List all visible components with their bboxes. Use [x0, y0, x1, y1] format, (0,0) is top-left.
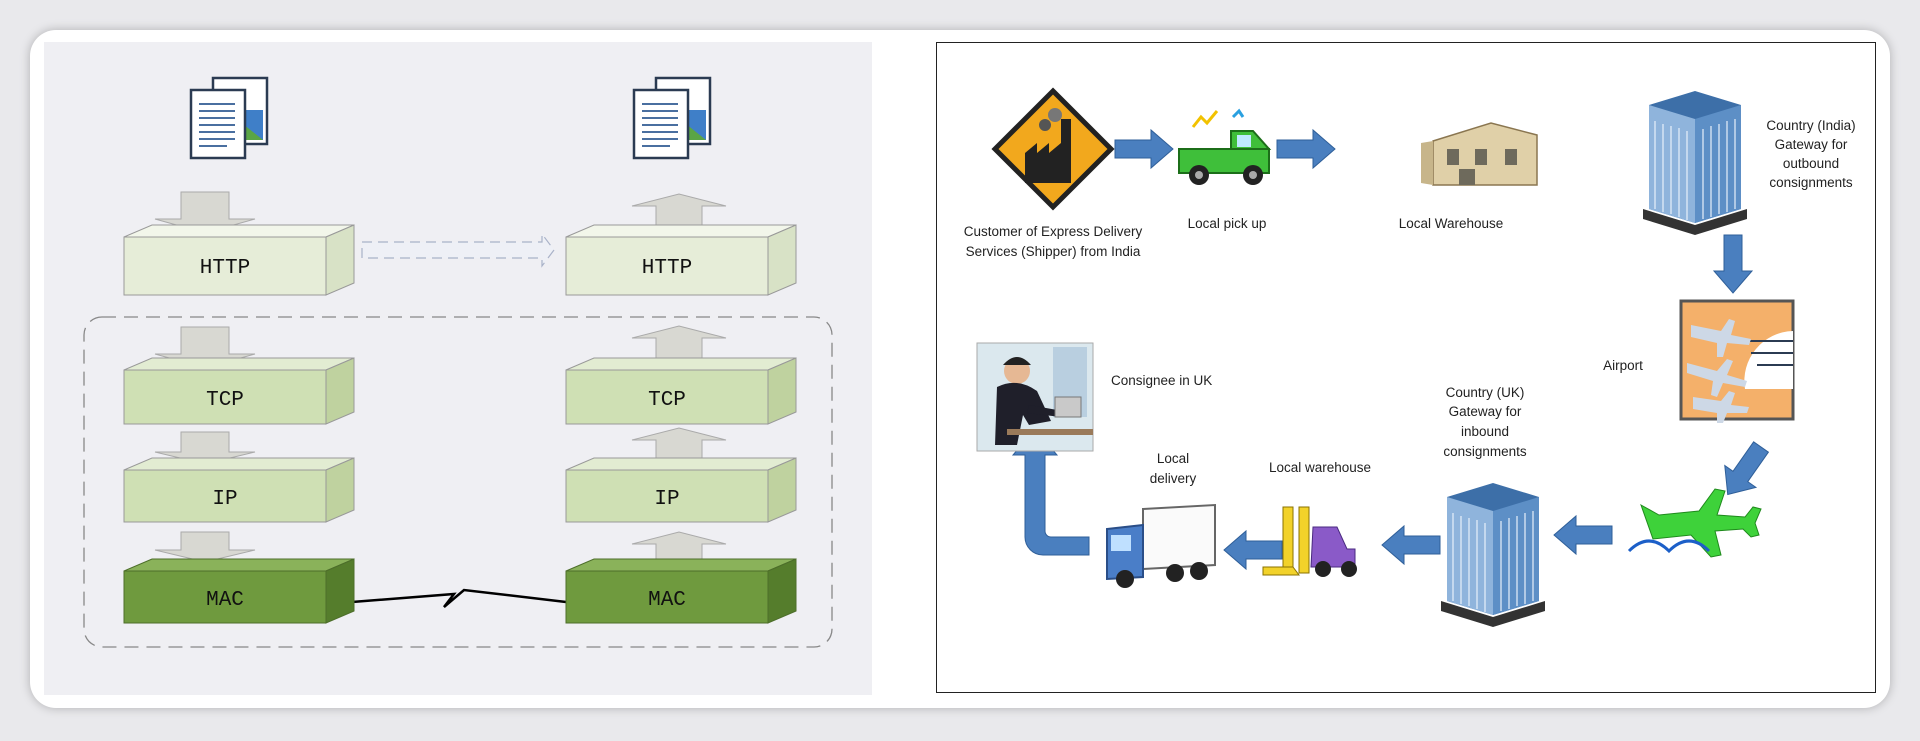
uk-gateway-caption-line4: consignments	[1443, 444, 1527, 459]
airport-sign-icon	[1679, 299, 1795, 423]
india-gateway-caption-line1: Country (India)	[1766, 118, 1855, 133]
flow-arrow	[1114, 129, 1174, 169]
transport-layers-outline	[83, 316, 833, 648]
flow-arrow	[1713, 234, 1753, 294]
india-gateway-building-icon	[1642, 90, 1748, 236]
india-gateway-caption-line4: consignments	[1769, 175, 1853, 190]
flow-arrow	[1381, 525, 1441, 565]
uk-gateway-caption-line1: Country (UK)	[1446, 385, 1525, 400]
receiver-http-layer: HTTP	[565, 224, 797, 296]
receiver-ip-layer: IP	[565, 457, 797, 523]
layer-label: HTTP	[642, 257, 692, 280]
sender-mac-layer: MAC	[123, 558, 355, 624]
receiver-tcp-layer: TCP	[565, 357, 797, 425]
flow-arrow	[1553, 515, 1613, 555]
sender-document-icon	[189, 76, 269, 160]
layer-label: TCP	[206, 389, 244, 412]
uk-gateway-caption-line3: inbound	[1461, 424, 1509, 439]
layer-label: IP	[212, 488, 237, 511]
flow-arrow	[1223, 530, 1283, 570]
local-warehouse-dest-caption: Local warehouse	[1269, 460, 1371, 475]
delivery-truck-icon	[1106, 503, 1216, 588]
layer-label: IP	[654, 488, 679, 511]
layer-label: TCP	[648, 389, 686, 412]
receiver-mac-layer: MAC	[565, 558, 797, 624]
forklift-icon	[1262, 506, 1357, 577]
consignee-businessman-icon	[976, 342, 1094, 452]
india-gateway-caption-line3: outbound	[1783, 156, 1839, 171]
consignee-caption: Consignee in UK	[1111, 373, 1212, 388]
sender-ip-layer: IP	[123, 457, 355, 523]
local-warehouse-caption: Local Warehouse	[1399, 216, 1504, 231]
local-delivery-caption-line1: Local	[1157, 451, 1189, 466]
sender-http-layer: HTTP	[123, 224, 355, 296]
courier-flow-panel: Customer of Express Delivery Services (S…	[936, 42, 1876, 693]
layer-label: HTTP	[200, 257, 250, 280]
shipper-caption-line2: Services (Shipper) from India	[966, 244, 1141, 259]
uk-gateway-building-icon	[1440, 482, 1546, 628]
layer-label: MAC	[206, 589, 244, 612]
sender-tcp-layer: TCP	[123, 357, 355, 425]
india-gateway-caption-line2: Gateway for	[1775, 137, 1848, 152]
local-delivery-caption-line2: delivery	[1150, 471, 1197, 486]
local-pickup-caption: Local pick up	[1188, 216, 1267, 231]
shipper-caption-line1: Customer of Express Delivery	[964, 224, 1143, 239]
flow-u-arrow	[1011, 428, 1090, 556]
layer-label: MAC	[648, 589, 686, 612]
uk-gateway-caption-line2: Gateway for	[1449, 404, 1522, 419]
warehouse-icon	[1421, 122, 1538, 186]
airplane-icon	[1627, 488, 1762, 558]
down-arrow-icon	[154, 531, 256, 563]
physical-link-line	[351, 588, 567, 608]
factory-warning-icon	[991, 87, 1115, 211]
pickup-truck-icon	[1178, 108, 1272, 185]
airport-caption: Airport	[1603, 358, 1643, 373]
protocol-stack-panel: HTTP TCP IP MAC HTTP TCP IP	[44, 42, 872, 695]
flow-arrow	[1276, 129, 1336, 169]
peer-dashed-arrow	[361, 232, 555, 268]
receiver-document-icon	[632, 76, 712, 160]
